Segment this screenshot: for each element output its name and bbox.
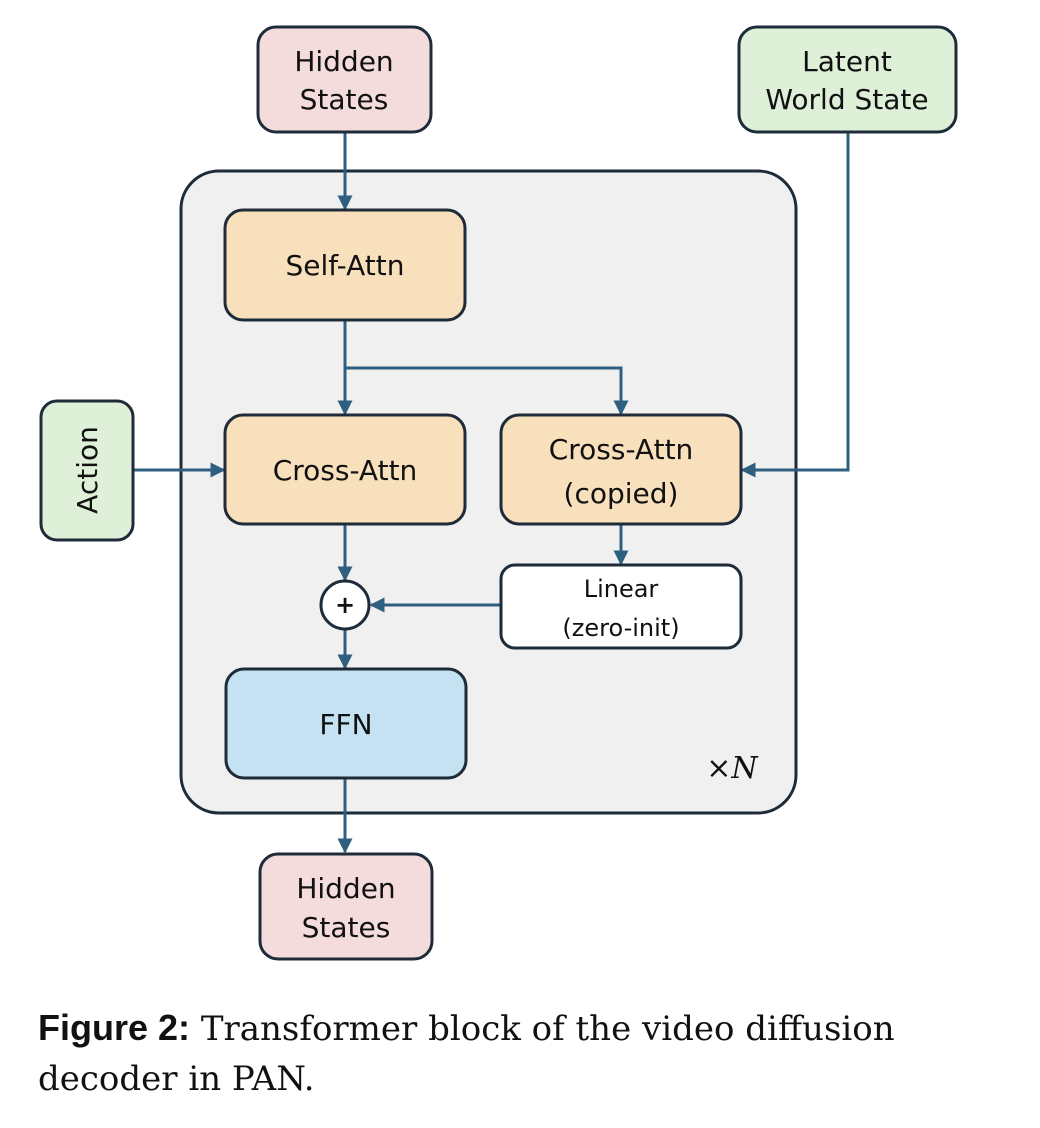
hidden-states-output-node: Hidden States	[258, 852, 434, 961]
cross-attn-copied-node: Cross-Attn (copied)	[499, 413, 743, 526]
linear-line1: Linear	[584, 575, 659, 603]
hidden-states-input-line1: Hidden	[294, 45, 393, 78]
caption-text: Transformer block of the video diffusion…	[38, 1009, 895, 1099]
hidden-states-input-node: Hidden States	[256, 25, 433, 134]
transformer-block-diagram: Hidden States Latent World State Action …	[39, 25, 958, 961]
repeated-block	[179, 169, 798, 815]
action-node: Action	[39, 399, 135, 542]
add-node: +	[319, 579, 371, 631]
repeat-n-label: ×N	[706, 751, 759, 786]
cross-attn-copied-line2: (copied)	[564, 477, 679, 510]
figure-caption: Figure 2: Transformer block of the video…	[38, 1003, 978, 1104]
plus-icon: +	[335, 591, 355, 619]
latent-line1: Latent	[802, 45, 892, 78]
hidden-states-output-line2: States	[302, 911, 391, 944]
caption-label: Figure 2:	[38, 1007, 191, 1048]
ffn-node: FFN	[224, 667, 468, 780]
latent-world-state-node: Latent World State	[737, 25, 958, 134]
hidden-states-output-line1: Hidden	[296, 872, 395, 905]
cross-attn-copied-line1: Cross-Attn	[549, 433, 694, 466]
cross-attn-label: Cross-Attn	[273, 454, 418, 487]
action-label: Action	[71, 426, 104, 514]
arrow-latent-to-crossattn-copied	[740, 132, 850, 478]
arrow-selfattn-to-crossattn-copied	[345, 366, 629, 416]
linear-line2: (zero-init)	[562, 614, 679, 642]
cross-attn-node: Cross-Attn	[223, 413, 467, 526]
self-attn-node: Self-Attn	[223, 208, 467, 322]
hidden-states-input-line2: States	[300, 83, 389, 116]
ffn-label: FFN	[319, 708, 372, 741]
self-attn-label: Self-Attn	[286, 249, 405, 282]
latent-line2: World State	[765, 83, 928, 116]
linear-zero-init-node: Linear (zero-init)	[499, 563, 743, 650]
